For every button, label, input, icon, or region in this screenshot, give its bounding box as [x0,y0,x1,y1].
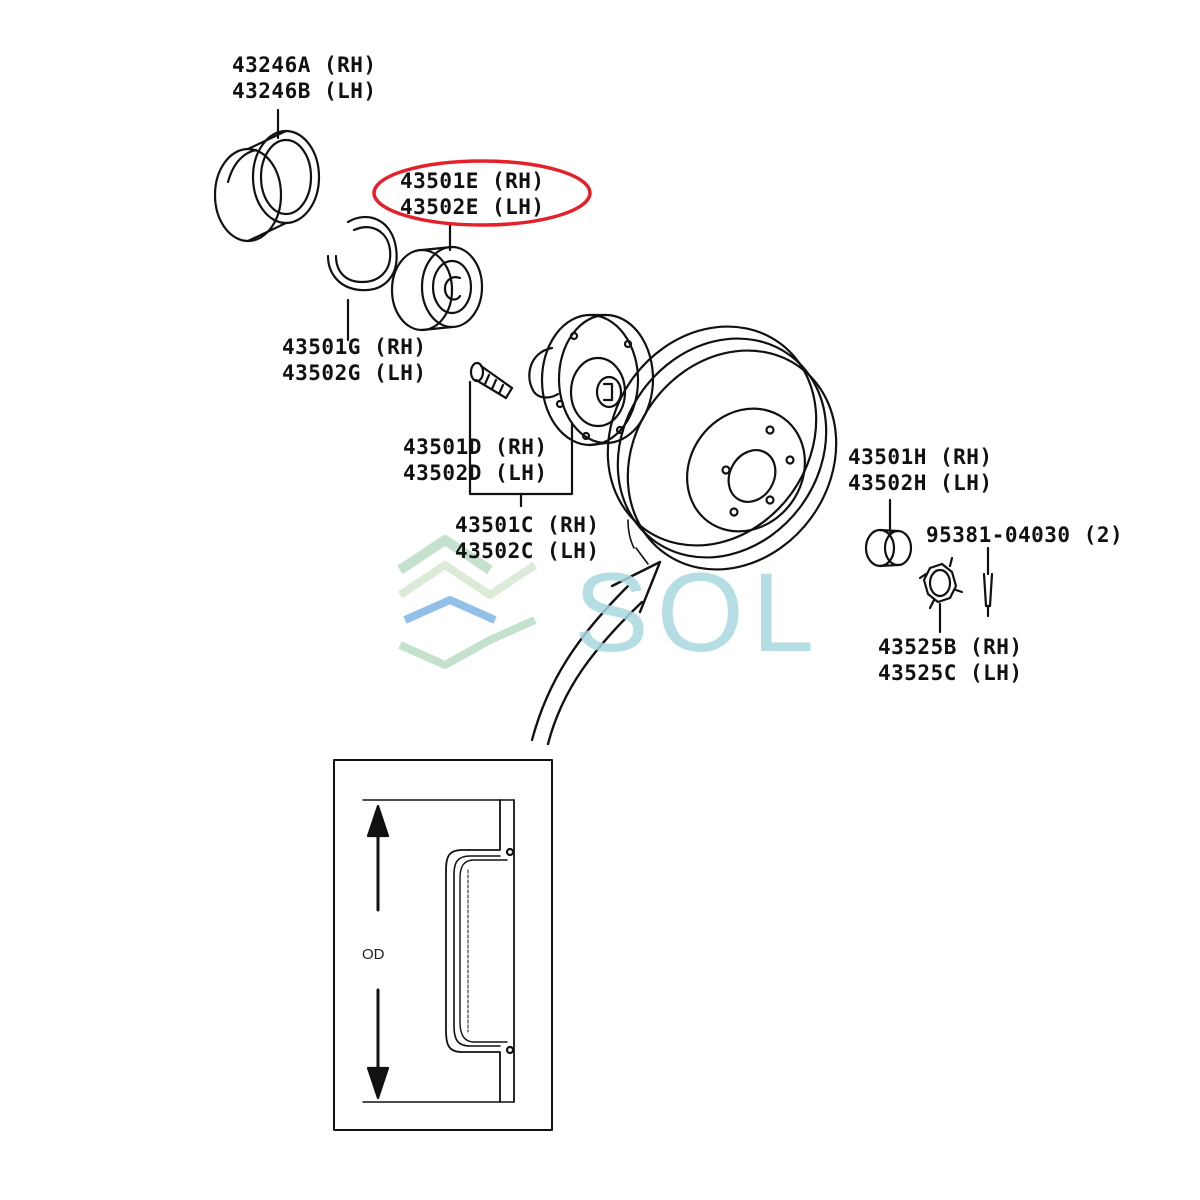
label-rh: 43525B (RH) [878,635,1023,659]
hub-bolt [469,361,514,400]
part-label-43246: 43246A (RH) 43246B (LH) [232,52,377,104]
lock-nut-cap [918,556,964,634]
part-label-43501h: 43501H (RH) 43502H (LH) [848,444,993,496]
label-lh: 43246B (LH) [232,79,377,103]
label-rh: 43501E (RH) [400,169,545,193]
highlight-ellipse [372,159,592,227]
snap-ring [326,216,398,342]
part-label-43501g: 43501G (RH) 43502G (LH) [282,334,427,386]
hub-bearing [390,222,484,332]
grease-cap [864,498,913,568]
part-label-43501d: 43501D (RH) 43502D (LH) [403,434,548,486]
label-lh: 43502E (LH) [400,195,545,219]
label-lh: 43502H (LH) [848,471,993,495]
detail-box [333,759,553,1131]
brake-disc-rotor [606,325,838,571]
label-rh: 43501D (RH) [403,435,548,459]
part-label-43501c: 43501C (RH) 43502C (LH) [455,512,600,564]
label-rh: 43501G (RH) [282,335,427,359]
part-label-43501e: 43501E (RH) 43502E (LH) [400,168,545,220]
watermark-logo-icon [397,535,538,669]
label-rh: 43501H (RH) [848,445,993,469]
watermark-text: SOL [574,550,823,675]
hub-leader-lines [468,380,574,508]
part-label-43525: 43525B (RH) 43525C (LH) [878,634,1023,686]
part-label-95381: 95381-04030 (2) [926,523,1124,547]
label-lh: 43525C (LH) [878,661,1023,685]
label-rh: 43246A (RH) [232,53,377,77]
axle-hub [528,313,655,447]
cotter-pin [982,546,994,618]
od-label: OD [362,946,385,963]
label-lh: 43502C (LH) [455,539,600,563]
label-lh: 43502D (LH) [403,461,548,485]
detail-arrow [530,560,662,746]
label-rh: 43501C (RH) [455,513,600,537]
label-lh: 43502G (LH) [282,361,427,385]
bearing-outer-race [213,108,321,243]
